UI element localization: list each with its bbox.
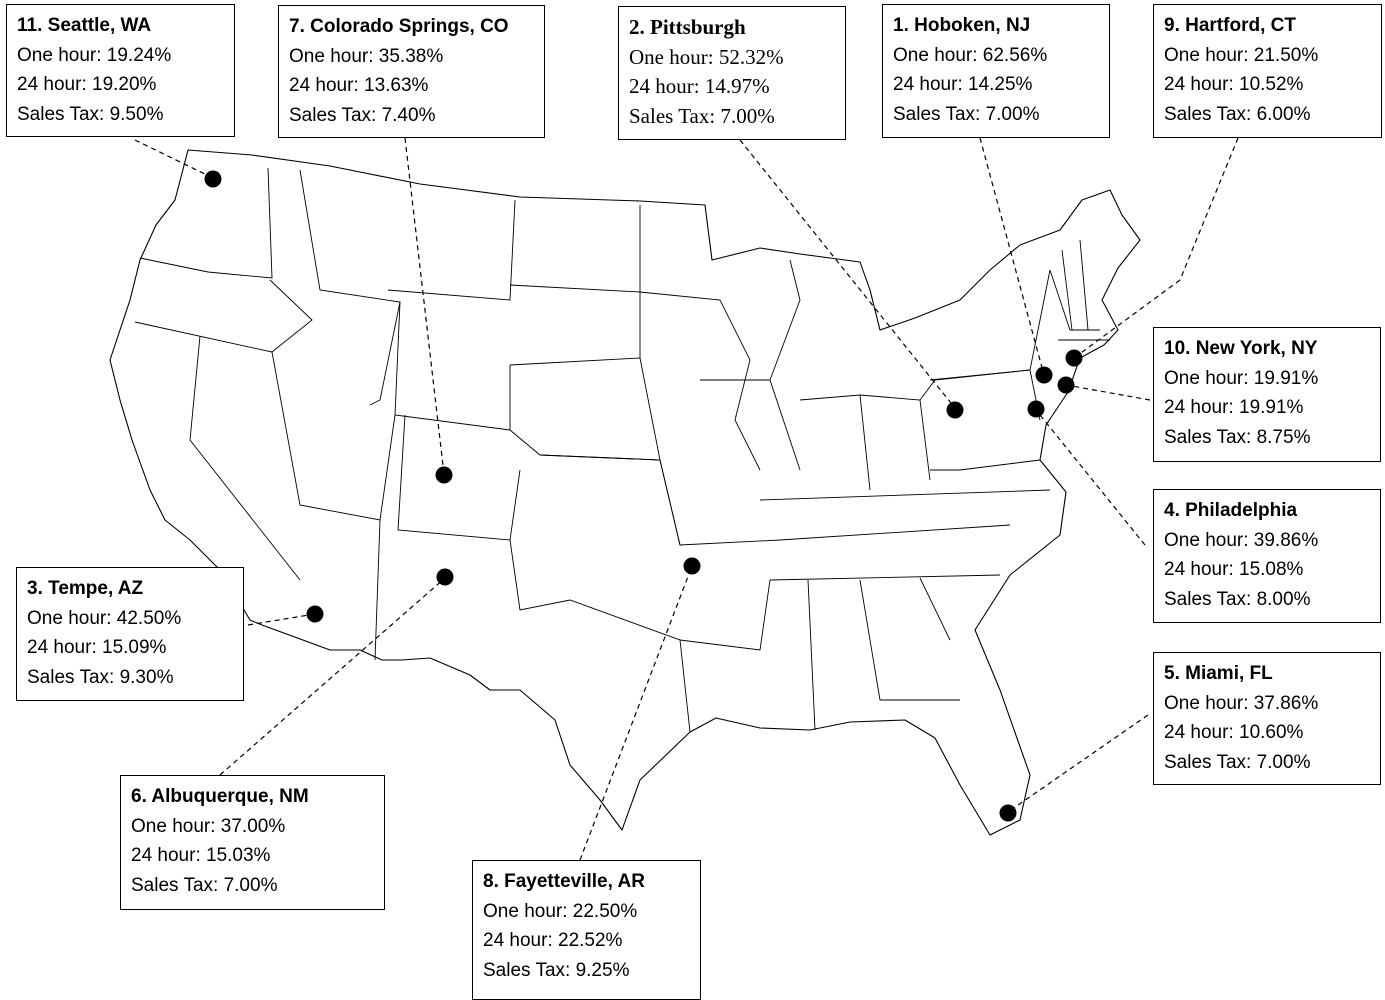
us-outline [109,149,1141,836]
callout-title: 10. New York, NY [1164,338,1318,359]
callout-title: 7. Colorado Springs, CO [289,16,509,37]
callout-miami: 5. Miami, FL One hour: 37.86% 24 hour: 1… [1153,652,1381,785]
one-hour-value: One hour: 39.86% [1164,529,1319,551]
callout-philadelphia: 4. Philadelphia One hour: 39.86% 24 hour… [1153,489,1381,623]
one-hour-value: One hour: 21.50% [1164,44,1319,66]
day-value: 24 hour: 14.25% [893,74,1033,95]
sales-tax-value: Sales Tax: 9.30% [27,666,174,688]
callout-title: 5. Miami, FL [1164,663,1273,684]
callout-pittsburgh: 2. Pittsburgh One hour: 52.32% 24 hour: … [618,6,846,140]
marker-pittsburgh [946,401,964,419]
day-value: 24 hour: 15.03% [131,845,271,866]
sales-tax-value: Sales Tax: 8.75% [1164,426,1311,448]
marker-fayetteville [683,557,701,575]
callout-title: 9. Hartford, CT [1164,15,1296,36]
sales-tax-value: Sales Tax: 6.00% [1164,103,1311,125]
marker-tempe [306,605,324,623]
callout-fayetteville: 8. Fayetteville, AR One hour: 22.50% 24 … [472,860,701,1000]
one-hour-value: One hour: 52.32% [629,44,784,69]
sales-tax-value: Sales Tax: 7.40% [289,104,436,126]
markers [204,170,1083,822]
sales-tax-value: Sales Tax: 7.00% [131,874,278,896]
callout-title: 3. Tempe, AZ [27,578,144,599]
day-value: 24 hour: 14.97% [629,74,770,98]
day-value: 24 hour: 15.09% [27,637,167,658]
day-value: 24 hour: 19.20% [17,74,157,95]
one-hour-value: One hour: 37.00% [131,815,286,837]
one-hour-value: One hour: 22.50% [483,900,638,922]
callout-title: 8. Fayetteville, AR [483,871,645,892]
marker-seattle [204,170,222,188]
sales-tax-value: Sales Tax: 7.00% [893,103,1040,125]
day-value: 24 hour: 15.08% [1164,559,1304,580]
one-hour-value: One hour: 62.56% [893,44,1048,66]
marker-miami [999,804,1017,822]
day-value: 24 hour: 10.52% [1164,74,1304,95]
one-hour-value: One hour: 19.24% [17,44,172,66]
marker-philadelphia [1027,400,1045,418]
callout-colorado-springs: 7. Colorado Springs, CO One hour: 35.38%… [278,5,545,138]
marker-hoboken [1035,366,1053,384]
callout-tempe: 3. Tempe, AZ One hour: 42.50% 24 hour: 1… [16,567,244,701]
callout-title: 2. Pittsburgh [629,15,746,39]
marker-new-york [1057,376,1075,394]
one-hour-value: One hour: 37.86% [1164,692,1319,714]
day-value: 24 hour: 19.91% [1164,397,1304,418]
day-value: 24 hour: 22.52% [483,930,623,951]
callout-hartford: 9. Hartford, CT One hour: 21.50% 24 hour… [1153,4,1382,138]
one-hour-value: One hour: 19.91% [1164,367,1319,389]
one-hour-value: One hour: 42.50% [27,607,182,629]
callout-title: 4. Philadelphia [1164,500,1298,521]
sales-tax-value: Sales Tax: 9.25% [483,959,630,981]
callout-title: 6. Albuquerque, NM [131,786,309,807]
marker-hartford [1065,349,1083,367]
callout-albuquerque: 6. Albuquerque, NM One hour: 37.00% 24 h… [120,775,385,910]
marker-colorado-springs [435,466,453,484]
callout-hoboken: 1. Hoboken, NJ One hour: 62.56% 24 hour:… [882,4,1110,138]
callout-title: 11. Seattle, WA [17,15,152,36]
sales-tax-value: Sales Tax: 7.00% [629,103,775,128]
one-hour-value: One hour: 35.38% [289,45,444,67]
leader-lines [134,137,1239,861]
day-value: 24 hour: 10.60% [1164,722,1304,743]
callout-title: 1. Hoboken, NJ [893,15,1031,36]
sales-tax-value: Sales Tax: 7.00% [1164,751,1311,773]
marker-albuquerque [436,568,454,586]
callout-new-york: 10. New York, NY One hour: 19.91% 24 hou… [1153,327,1381,462]
sales-tax-value: Sales Tax: 8.00% [1164,588,1311,610]
day-value: 24 hour: 13.63% [289,75,429,96]
sales-tax-value: Sales Tax: 9.50% [17,103,164,125]
callout-seattle: 11. Seattle, WA One hour: 19.24% 24 hour… [6,4,235,137]
